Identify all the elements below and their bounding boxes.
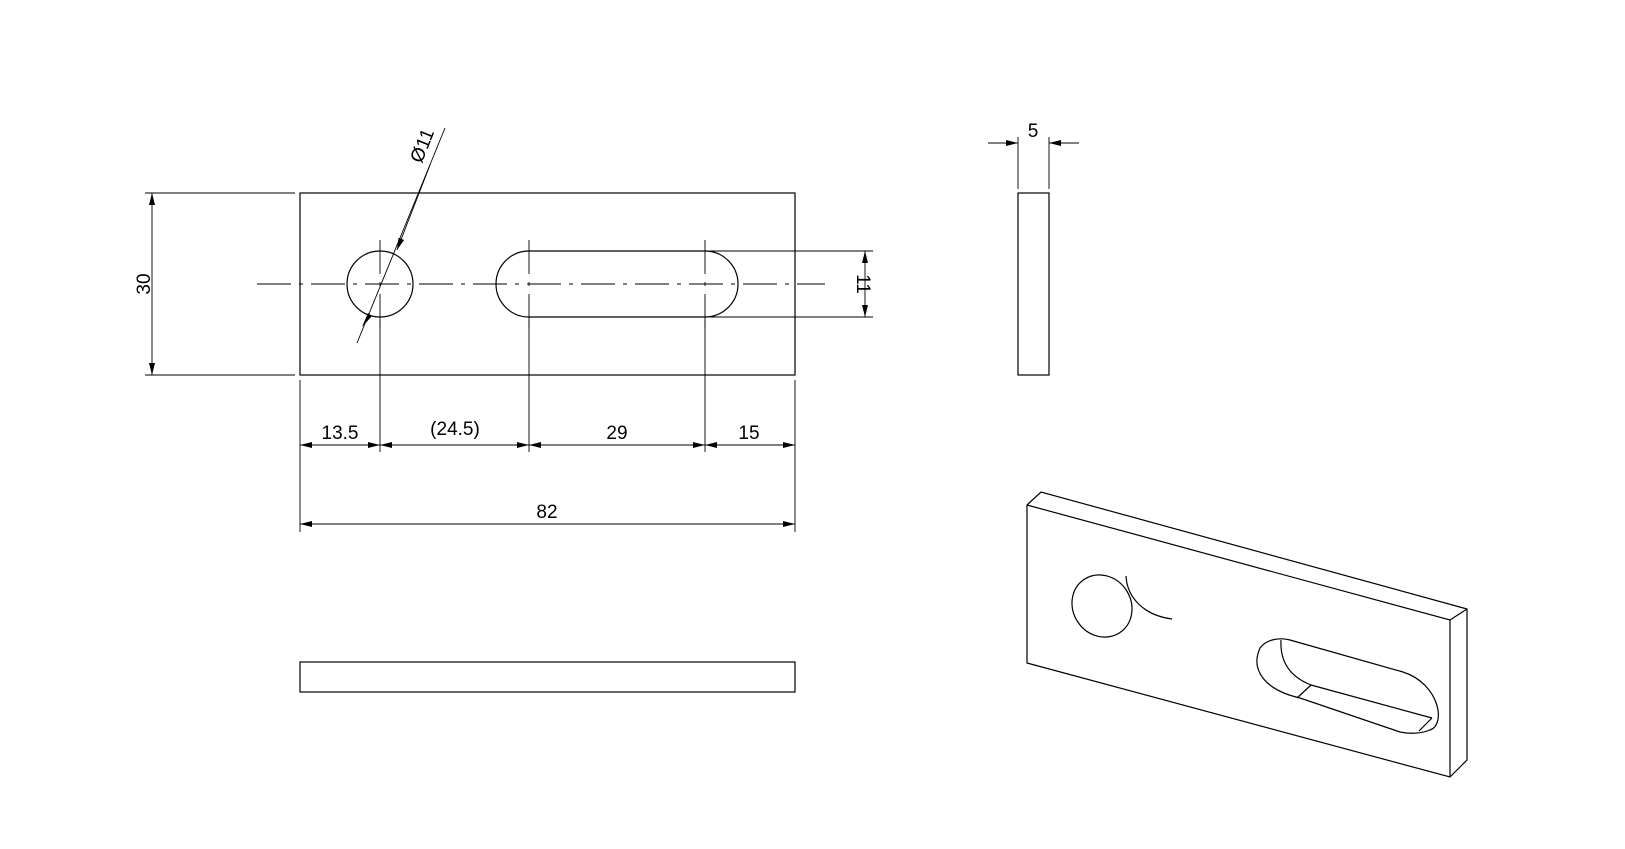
dim-slot-width-label: 11	[852, 274, 873, 294]
bottom-view	[299, 661, 796, 693]
side-outline	[1017, 192, 1050, 376]
dim-height-label: 30	[134, 273, 155, 294]
dim-overall-length-label: 82	[536, 502, 557, 523]
dim-slot-to-edge-label: 15	[738, 423, 759, 444]
dim-hole-offset-label: 13.5	[322, 423, 359, 444]
dimension-slot-width: 11	[710, 250, 873, 318]
iso-slot	[1256, 638, 1439, 734]
side-view: 5	[988, 121, 1079, 376]
iso-round-hole	[1071, 574, 1133, 638]
dim-thickness-label: 5	[1028, 121, 1039, 142]
dimension-hole-diameter: Ø11	[356, 126, 446, 344]
dimension-chain: 13.5 (24.5) 29 15 82	[299, 320, 796, 532]
dim-slot-length-label: 29	[606, 423, 627, 444]
dim-diameter-label: Ø11	[407, 126, 439, 166]
dimension-height: 30	[134, 192, 295, 376]
isometric-view	[1026, 491, 1468, 778]
front-view	[257, 192, 825, 376]
dim-hole-to-slot-label: (24.5)	[430, 419, 480, 440]
